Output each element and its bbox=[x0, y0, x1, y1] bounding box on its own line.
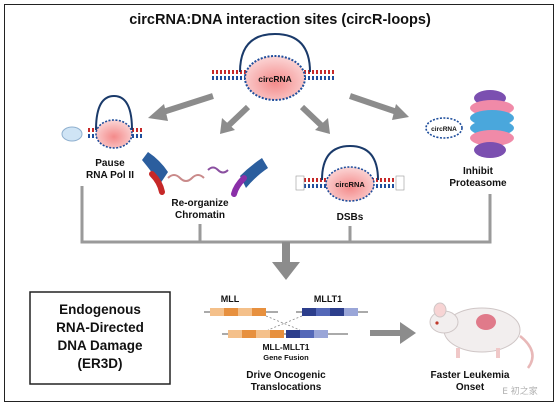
dsbs-label: DSBs bbox=[337, 212, 364, 223]
fusion-label-1: MLL-MLLT1 bbox=[262, 342, 309, 352]
mouse-icon bbox=[429, 302, 534, 369]
chromatin-icon bbox=[142, 152, 268, 197]
fusion-gene-bar bbox=[222, 330, 348, 338]
polymerase-icon bbox=[61, 126, 83, 142]
proteasome-label-2: Proteasome bbox=[449, 178, 507, 189]
branch-arrows bbox=[148, 93, 409, 134]
translocations-label-1: Drive Oncogenic bbox=[246, 370, 326, 381]
er3d-line-4: (ER3D) bbox=[77, 356, 122, 371]
down-arrow bbox=[272, 242, 300, 280]
er3d-box bbox=[29, 291, 171, 385]
central-circr-loop: circRNA bbox=[210, 32, 335, 101]
fusion-cross-lines bbox=[265, 315, 303, 331]
pause-label-1: Pause bbox=[95, 158, 125, 169]
figure-title: circRNA:DNA interaction sites (circR-loo… bbox=[129, 12, 431, 28]
circrna-label-proteasome: circRNA bbox=[431, 126, 457, 133]
mll-gene-bar bbox=[204, 308, 278, 316]
proteasome-icon: circRNA bbox=[425, 90, 514, 158]
fusion-label-2: Gene Fusion bbox=[263, 353, 309, 362]
watermark: E 初之家 bbox=[502, 385, 538, 397]
chromatin-label-1: Re-organize bbox=[171, 198, 229, 209]
translocations-label-2: Translocations bbox=[251, 382, 322, 393]
pause-label-2: RNA Pol II bbox=[86, 170, 134, 181]
er3d-line-2: RNA-Directed bbox=[56, 320, 144, 335]
dsbs-loop: circRNA bbox=[295, 144, 405, 202]
leukemia-label-1: Faster Leukemia bbox=[431, 370, 510, 381]
mll-label: MLL bbox=[221, 294, 240, 304]
mllt1-label: MLLT1 bbox=[314, 294, 342, 304]
er3d-line-3: DNA Damage bbox=[57, 338, 143, 353]
er3d-line-1: Endogenous bbox=[59, 302, 141, 317]
pause-polii-loop bbox=[61, 94, 142, 149]
converging-lines bbox=[80, 186, 492, 244]
mllt1-gene-bar bbox=[296, 308, 368, 316]
right-arrow bbox=[370, 322, 416, 344]
leukemia-label-2: Onset bbox=[456, 382, 485, 393]
proteasome-label-1: Inhibit bbox=[463, 166, 494, 177]
circrna-label-dsbs: circRNA bbox=[335, 180, 365, 189]
chromatin-label-2: Chromatin bbox=[175, 210, 225, 221]
circrna-label-main: circRNA bbox=[258, 74, 292, 84]
